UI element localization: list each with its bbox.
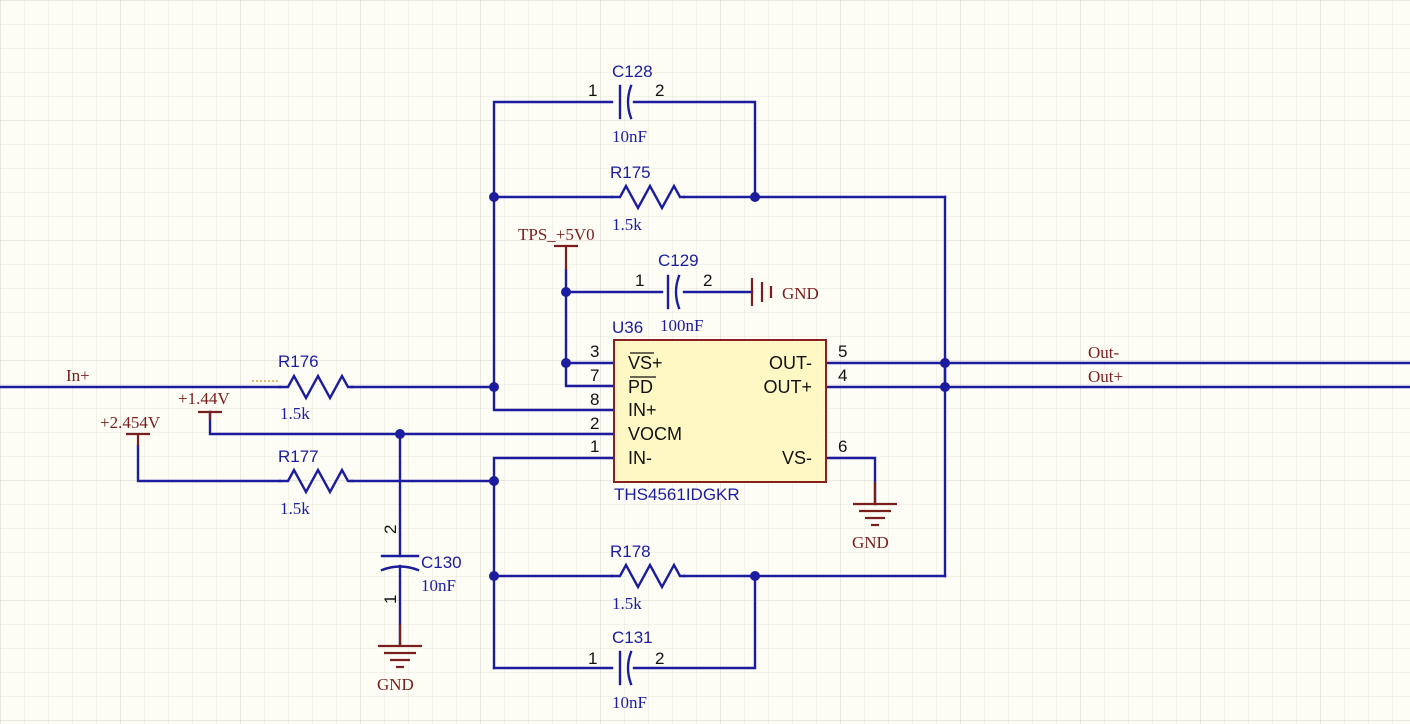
- resistor-value: 1.5k: [280, 499, 310, 518]
- power-port-label: +2.454V: [100, 413, 161, 432]
- capacitor-value: 100nF: [660, 316, 703, 335]
- resistor-designator: R175: [610, 163, 651, 182]
- resistor-r177[interactable]: R177 1.5k: [278, 447, 354, 518]
- ic-pin-name: OUT+: [763, 377, 812, 397]
- ground-symbol-vs-minus[interactable]: GND: [852, 482, 897, 552]
- resistor-designator: R176: [278, 352, 319, 371]
- capacitor-designator: C130: [421, 553, 462, 572]
- ic-part-number: THS4561IDGKR: [614, 485, 740, 504]
- ground-symbol-c129[interactable]: GND: [750, 278, 819, 306]
- net-label-out-minus[interactable]: Out-: [1088, 343, 1120, 362]
- capacitor-c128[interactable]: C128 10nF 1 2: [588, 62, 664, 146]
- wires: [0, 100, 1410, 670]
- ground-label: GND: [852, 533, 889, 552]
- power-port-vocm-ref[interactable]: +1.44V: [178, 389, 230, 420]
- resistor-r176[interactable]: R176 1.5k: [252, 352, 354, 423]
- ic-pin-number: 4: [838, 366, 847, 385]
- resistor-r178[interactable]: R178 1.5k: [610, 542, 686, 613]
- capacitor-pin-number: 1: [588, 81, 597, 100]
- power-port-label: TPS_+5V0: [518, 225, 595, 244]
- capacitor-value: 10nF: [612, 127, 647, 146]
- ic-pin-name: VOCM: [628, 424, 682, 444]
- power-port-supply[interactable]: TPS_+5V0: [518, 225, 595, 270]
- ic-designator: U36: [612, 318, 643, 337]
- capacitor-pin-number: 1: [588, 649, 597, 668]
- resistor-value: 1.5k: [612, 594, 642, 613]
- ic-pin-number: 2: [590, 414, 599, 433]
- ic-body: [613, 339, 827, 483]
- net-label-in-plus[interactable]: In+: [66, 366, 90, 385]
- resistor-designator: R178: [610, 542, 651, 561]
- capacitor-value: 10nF: [612, 693, 647, 712]
- resistor-r175[interactable]: R175 1.5k: [610, 163, 686, 234]
- ic-pin-name: OUT-: [769, 353, 812, 373]
- capacitor-pin-number: 2: [655, 81, 664, 100]
- ground-symbol-c130[interactable]: GND: [377, 624, 422, 694]
- ic-pin-name: IN-: [628, 448, 652, 468]
- junctions: [395, 192, 950, 581]
- capacitor-value: 10nF: [421, 576, 456, 595]
- resistor-designator: R177: [278, 447, 319, 466]
- ic-pin-name: VS-: [782, 448, 812, 468]
- capacitor-pin-number: 2: [703, 271, 712, 290]
- capacitor-c129[interactable]: C129 100nF 1 2: [635, 251, 712, 335]
- ic-pin-number: 8: [590, 390, 599, 409]
- ground-label: GND: [782, 284, 819, 303]
- capacitor-pin-number: 2: [381, 525, 400, 534]
- ic-u36[interactable]: U36 THS4561IDGKR 3 VS+ 7 PD 8 IN+ 2 VOCM…: [590, 318, 847, 504]
- capacitor-designator: C131: [612, 628, 653, 647]
- ic-pin-number: 3: [590, 342, 599, 361]
- capacitor-c130[interactable]: C130 10nF 2 1: [380, 525, 462, 604]
- power-port-label: +1.44V: [178, 389, 230, 408]
- ic-pin-number: 1: [590, 437, 599, 456]
- resistor-value: 1.5k: [612, 215, 642, 234]
- capacitor-pin-number: 1: [381, 595, 400, 604]
- ic-pin-name: PD: [628, 377, 653, 397]
- capacitor-c131[interactable]: C131 10nF 1 2: [588, 628, 664, 712]
- capacitor-pin-number: 1: [635, 271, 644, 290]
- ic-pin-number: 7: [590, 366, 599, 385]
- capacitor-designator: C129: [658, 251, 699, 270]
- ic-pin-number: 5: [838, 342, 847, 361]
- net-label-out-plus[interactable]: Out+: [1088, 367, 1123, 386]
- power-port-in-minus-ref[interactable]: +2.454V: [100, 413, 161, 446]
- ic-pin-name: IN+: [628, 400, 657, 420]
- ic-pin-name: VS+: [628, 353, 663, 373]
- resistor-value: 1.5k: [280, 404, 310, 423]
- capacitor-designator: C128: [612, 62, 653, 81]
- ic-pin-number: 6: [838, 437, 847, 456]
- capacitor-pin-number: 2: [655, 649, 664, 668]
- ground-label: GND: [377, 675, 414, 694]
